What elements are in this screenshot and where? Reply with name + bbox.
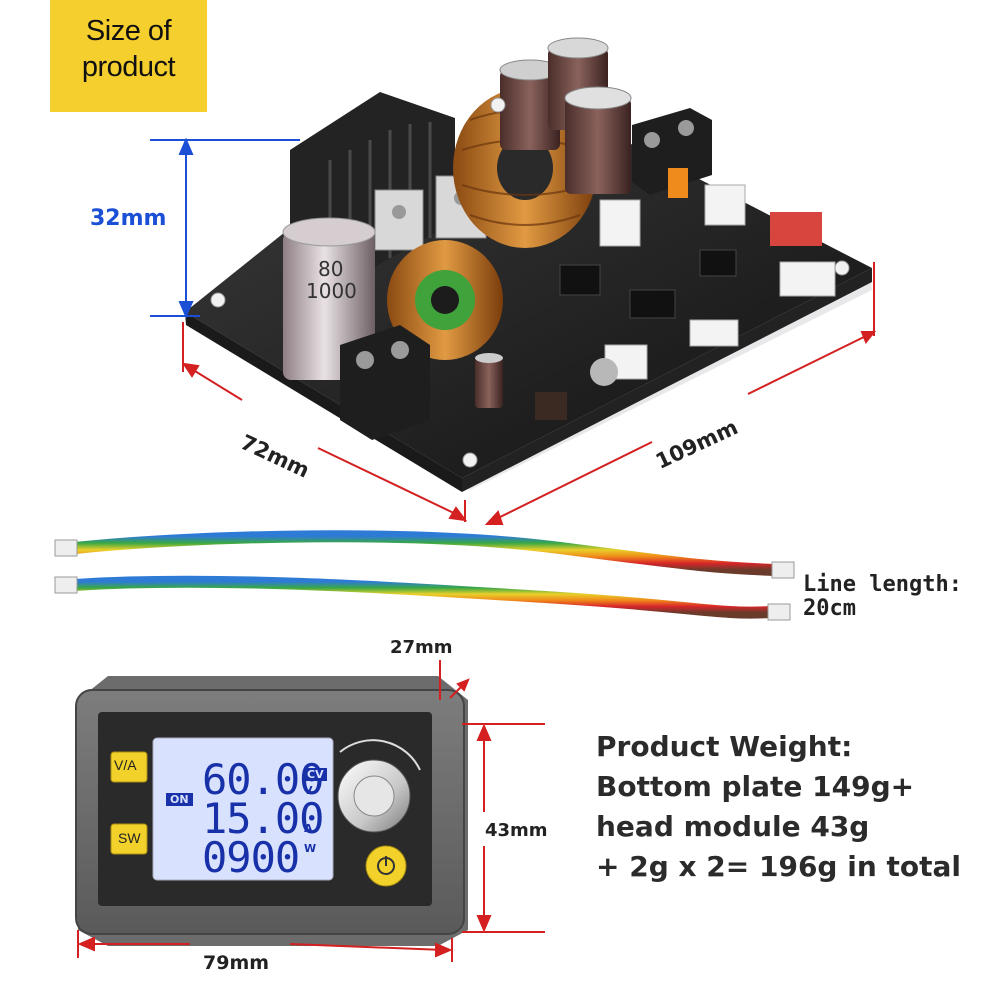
connector-white-4 (689, 319, 739, 347)
weight-line-3: head module 43g (596, 810, 870, 843)
va-button-label: V/A (114, 757, 137, 773)
cable-length-line-2: 20cm (803, 596, 856, 621)
lcd-current: 15.00 (202, 794, 324, 843)
lcd-screen (152, 737, 334, 881)
weight-line-2: Bottom plate 149g+ (596, 770, 915, 803)
ribbon-cable-1 (54, 530, 795, 579)
sw-button-label: SW (118, 830, 141, 846)
connector-white-3 (779, 261, 836, 297)
mosfet-1 (374, 189, 424, 251)
product-weight-block: Product Weight: Bottom plate 149g+ head … (596, 727, 961, 887)
module-depth-label: 27mm (390, 637, 453, 658)
board-width-dimension (181, 322, 468, 522)
module-height-label: 43mm (485, 820, 548, 841)
cap-label-2: 1000 (306, 279, 357, 303)
badge-line-2: product (81, 51, 176, 83)
weight-line-1: Product Weight: (596, 730, 853, 763)
small-cap-silver (590, 358, 618, 386)
lcd-unit-a: A (304, 822, 313, 835)
badge-line-1: Size of (85, 15, 172, 47)
lcd-cv-indicator: CV (304, 768, 327, 781)
ic-chip-1 (629, 289, 676, 319)
orange-capacitor (668, 168, 688, 198)
smd-inductor (535, 392, 567, 420)
capacitor-top-3 (564, 86, 632, 194)
module-dimensions (77, 660, 545, 962)
board-height-dimension (150, 137, 300, 319)
sw-button (110, 823, 148, 855)
board-height-label: 32mm (90, 206, 167, 231)
terminal-block-input (340, 325, 430, 440)
connector-white-1 (599, 199, 641, 247)
lcd-unit-v: V (304, 784, 313, 797)
lcd-on-indicator: ON (166, 793, 193, 806)
board-length-dimension (484, 262, 877, 525)
lcd-unit-w: W (304, 842, 317, 855)
weight-line-4: + 2g x 2= 196g in total (596, 850, 961, 883)
terminal-block-output (632, 108, 712, 195)
cap-label-1: 80 (318, 257, 343, 281)
ribbon-cable-2 (54, 575, 791, 621)
cable-length-line-1: Line length: (803, 572, 962, 597)
cable-length-label: Line length: 20cm (803, 573, 962, 621)
connector-white-2 (704, 184, 746, 226)
module-width-label: 79mm (203, 952, 270, 974)
capacitor-top-1 (499, 59, 561, 150)
dip-switch (770, 212, 822, 246)
lcd-power: 0900 (202, 833, 300, 882)
ic-chip-2 (559, 264, 601, 296)
ic-chip-3 (699, 249, 737, 277)
capacitor-small (475, 353, 503, 408)
size-badge: Size of product (50, 0, 207, 112)
va-button (110, 751, 148, 783)
